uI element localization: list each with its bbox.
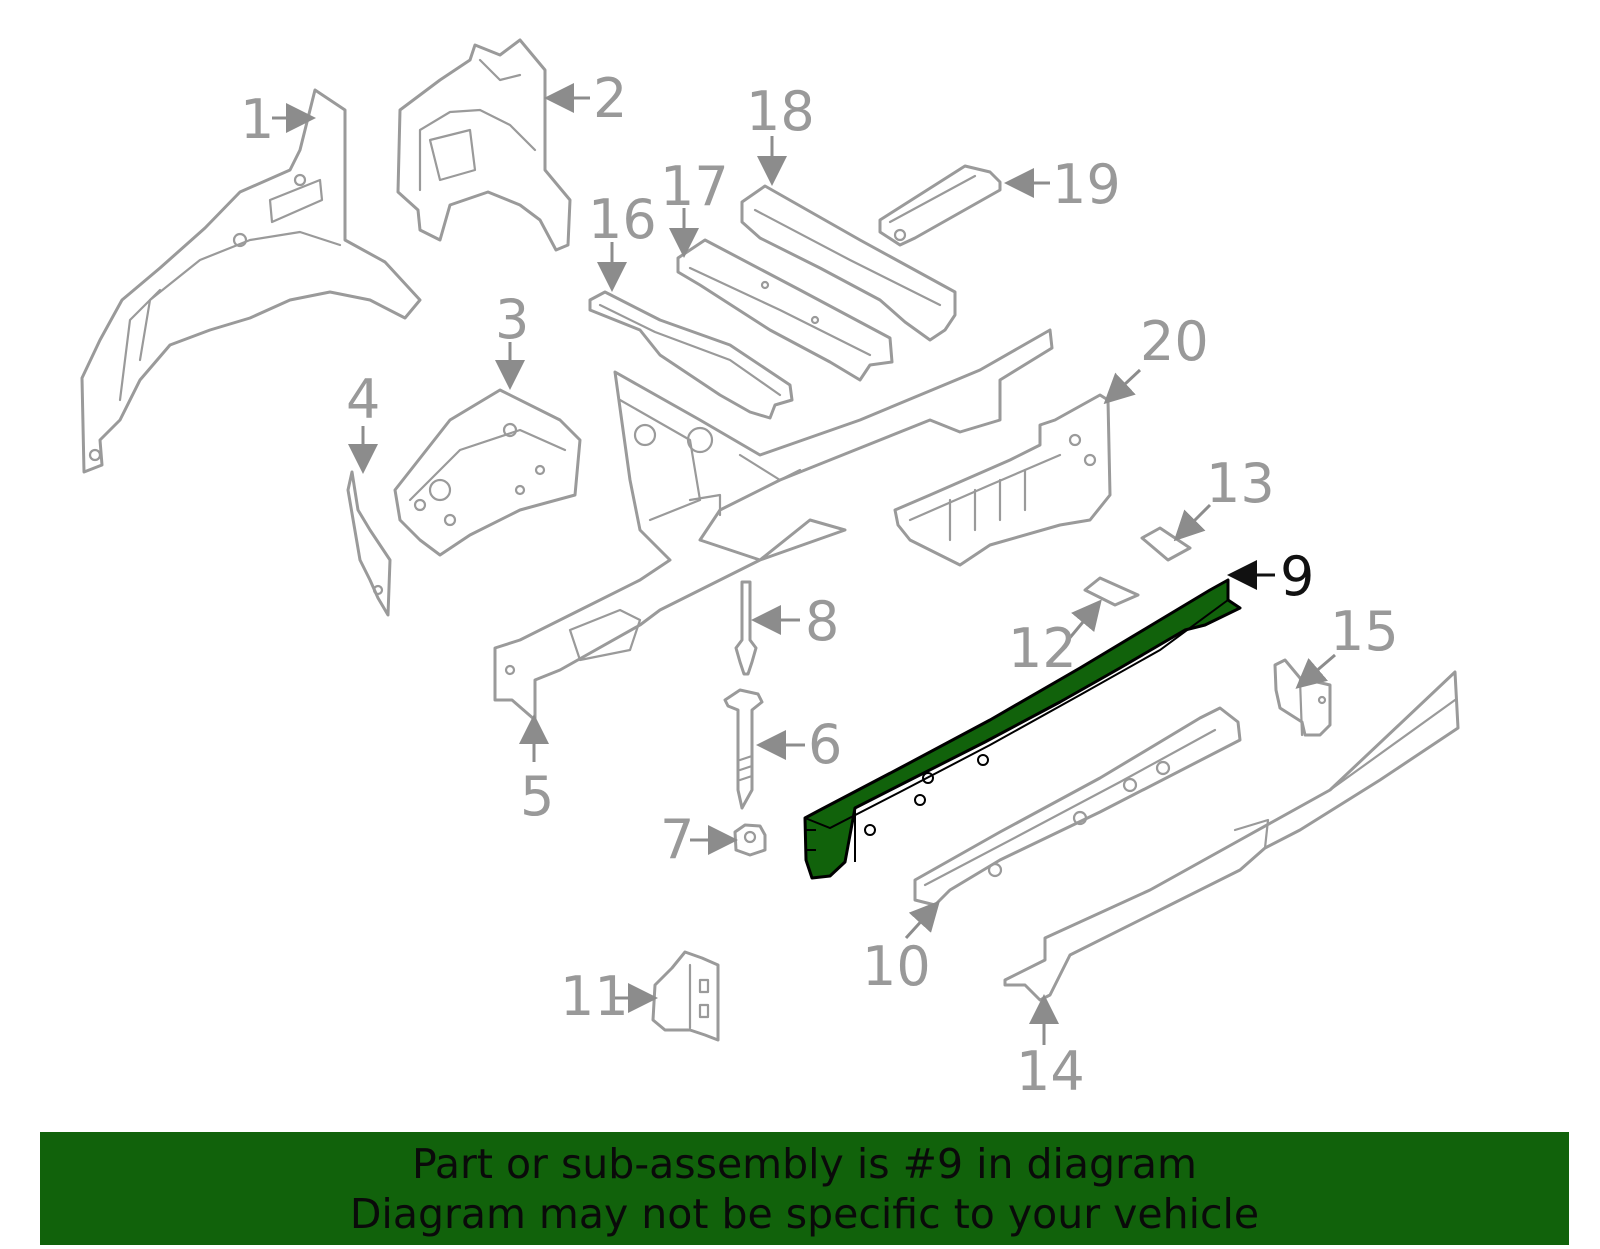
part-15-bracket[interactable] [1273, 658, 1332, 737]
callout-14[interactable]: 14 [1016, 1040, 1085, 1103]
part-17-cross-member[interactable] [676, 238, 894, 382]
part-6-long-bolt[interactable] [723, 688, 764, 810]
callout-20[interactable]: 20 [1140, 310, 1209, 373]
part-12-plate[interactable] [1083, 576, 1140, 607]
leader-lines [272, 83, 1336, 1045]
callout-6[interactable]: 6 [808, 713, 842, 776]
part-4-bracket[interactable] [346, 470, 392, 617]
part-18-rail[interactable] [740, 184, 957, 342]
callout-1[interactable]: 1 [240, 88, 274, 151]
callout-13[interactable]: 13 [1206, 452, 1275, 515]
callout-10[interactable]: 10 [862, 935, 931, 998]
part-2-apron-panel[interactable] [396, 38, 572, 252]
callout-8[interactable]: 8 [805, 590, 839, 653]
callout-2[interactable]: 2 [593, 67, 627, 130]
banner-line-disclaimer: Diagram may not be specific to your vehi… [349, 1189, 1260, 1238]
callout-15[interactable]: 15 [1330, 600, 1399, 663]
part-1-wheelhouse-panel[interactable] [80, 88, 422, 474]
callout-9[interactable]: 9 [1280, 545, 1314, 608]
part-13-plate[interactable] [1140, 526, 1192, 562]
part-9-frame-rail-highlighted[interactable] [803, 578, 1242, 880]
callout-3[interactable]: 3 [495, 288, 529, 351]
part-5-frame-rail-assembly[interactable] [493, 328, 1054, 722]
callout-17[interactable]: 17 [660, 155, 729, 218]
callout-16[interactable]: 16 [588, 188, 657, 251]
callout-7[interactable]: 7 [660, 808, 694, 871]
callout-12[interactable]: 12 [1008, 617, 1077, 680]
parts-diagram: 1 2 3 4 5 6 7 8 9 10 11 12 13 14 15 16 1… [80, 38, 1460, 1103]
callout-4[interactable]: 4 [346, 368, 380, 431]
part-11-bracket[interactable] [651, 950, 720, 1042]
part-14-side-sill[interactable] [1003, 670, 1460, 1002]
part-16-cross-member[interactable] [588, 290, 794, 420]
part-20-tray-assembly[interactable] [893, 393, 1112, 567]
part-3-strut-tower[interactable] [393, 388, 582, 557]
part-7-nut[interactable] [733, 823, 767, 857]
callout-5[interactable]: 5 [520, 765, 554, 828]
callout-18[interactable]: 18 [746, 80, 815, 143]
banner-line-part-number: Part or sub-assembly is #9 in diagram [412, 1139, 1197, 1188]
part-19-reinforcement[interactable] [878, 164, 1002, 247]
part-8-bolt[interactable] [734, 580, 758, 676]
info-banner: Part or sub-assembly is #9 in diagram Di… [40, 1132, 1569, 1245]
callout-19[interactable]: 19 [1052, 153, 1121, 216]
callout-labels: 1 2 3 4 5 6 7 8 9 10 11 12 13 14 15 16 1… [240, 67, 1399, 1103]
callout-11[interactable]: 11 [560, 965, 629, 1028]
